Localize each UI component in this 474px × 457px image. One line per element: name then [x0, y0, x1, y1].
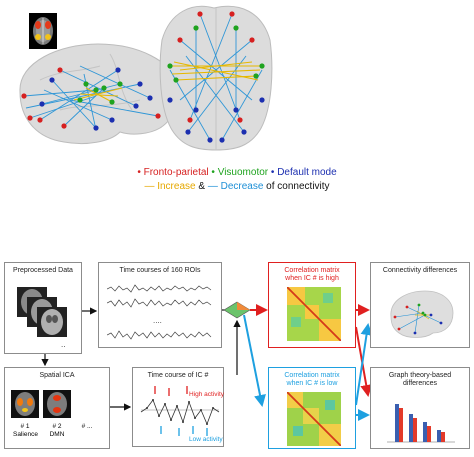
- axial-brain: [159, 5, 273, 151]
- corr-matrix-low-title: Correlation matrix when IC # is low: [269, 372, 355, 388]
- spatial-ica-title: Spatial ICA: [39, 372, 75, 379]
- frontoparietal-label: Fronto-parietal: [143, 167, 209, 178]
- ic-timecourse-plot: [140, 386, 220, 436]
- preprocessed-data-box: Preprocessed Data ..: [4, 262, 82, 354]
- corr-low-title-line2: when IC # is low: [286, 380, 338, 387]
- traces-ellipsis: ....: [153, 316, 162, 325]
- ic-label-2: # 2 DMN: [45, 423, 69, 439]
- brain-connectivity-figure: [19, 5, 273, 151]
- ic-timecourse-title: Time course of IC #: [147, 372, 209, 379]
- high-activity-label: High activity: [189, 391, 225, 398]
- connectivity-label: of connectivity: [263, 181, 330, 192]
- ic-name-2: DMN: [49, 431, 65, 438]
- ic-name-1: Salience: [13, 431, 38, 438]
- decrease-label: Decrease: [220, 181, 264, 192]
- low-activity-label: Low activity: [189, 436, 223, 443]
- ic-timecourse-box: Time course of IC # High activity Low ac…: [132, 367, 224, 447]
- frontoparietal-bullet: •: [137, 167, 141, 178]
- connectivity-legend: — Increase & — Decrease of connectivity: [0, 181, 474, 193]
- ic-label-1: # 1 Salience: [13, 423, 38, 439]
- corr-matrix-high-title: Correlation matrix when IC # is high: [269, 267, 355, 283]
- svg-text:..: ..: [61, 340, 65, 349]
- default-mode-bullet: •: [270, 167, 275, 178]
- increase-dash: —: [144, 181, 155, 192]
- graph-title-line2: differences: [402, 380, 438, 387]
- brain-volume-stack: ..: [17, 287, 67, 349]
- corr-matrix-low-box: Correlation matrix when IC # is low: [268, 367, 356, 449]
- connectivity-differences-box: Connectivity differences: [370, 262, 470, 348]
- graph-title-line1: Graph theory-based: [388, 372, 452, 379]
- and-label: &: [195, 181, 208, 192]
- network-legend: • Fronto-parietal • Visuomotor • Default…: [0, 167, 474, 179]
- spatial-ica-box: Spatial ICA # 1 Salience # 2 DMN # ...: [4, 367, 110, 449]
- sagittal-brain: [19, 43, 180, 145]
- axial-slice-thumbnail: [29, 13, 57, 49]
- graph-theory-title: Graph theory-based differences: [371, 372, 469, 388]
- ic-map-salience: [11, 390, 39, 418]
- ic-map-dmn: [43, 390, 71, 418]
- mini-brain-connectivity: [390, 290, 454, 338]
- ic-number-1: # 1: [20, 423, 30, 430]
- visuomotor-label: Visuomotor: [217, 167, 269, 178]
- time-courses-title: Time courses of 160 ROIs: [119, 267, 201, 274]
- ic-number-3: # ...: [81, 423, 93, 430]
- ic-number-2: # 2: [52, 423, 62, 430]
- corr-low-title-line1: Correlation matrix: [284, 372, 340, 379]
- corr-matrix-high-box: Correlation matrix when IC # is high: [268, 262, 356, 348]
- visuomotor-bullet: •: [211, 167, 215, 178]
- graph-metrics-bar-plot: [387, 404, 455, 443]
- roi-timecourse-traces: ....: [107, 284, 212, 340]
- preprocessed-data-title: Preprocessed Data: [13, 267, 73, 274]
- corr-matrix-high-heatmap: [287, 287, 341, 341]
- time-courses-box: Time courses of 160 ROIs ....: [98, 262, 222, 348]
- arrow-low-to-conn: [355, 323, 373, 406]
- decrease-dash: —: [207, 181, 218, 192]
- ic-label-3: # ...: [75, 423, 99, 431]
- increase-label: Increase: [157, 181, 196, 192]
- corr-high-title-line1: Correlation matrix: [284, 267, 340, 274]
- graph-theory-box: Graph theory-based differences: [370, 367, 470, 449]
- corr-high-title-line2: when IC # is high: [285, 275, 339, 282]
- pipeline-arrows: [41, 301, 373, 421]
- corr-matrix-low-heatmap: [287, 392, 341, 446]
- arrow-low: [243, 314, 266, 407]
- default-mode-label: Default mode: [277, 167, 337, 178]
- connectivity-differences-title: Connectivity differences: [382, 267, 458, 274]
